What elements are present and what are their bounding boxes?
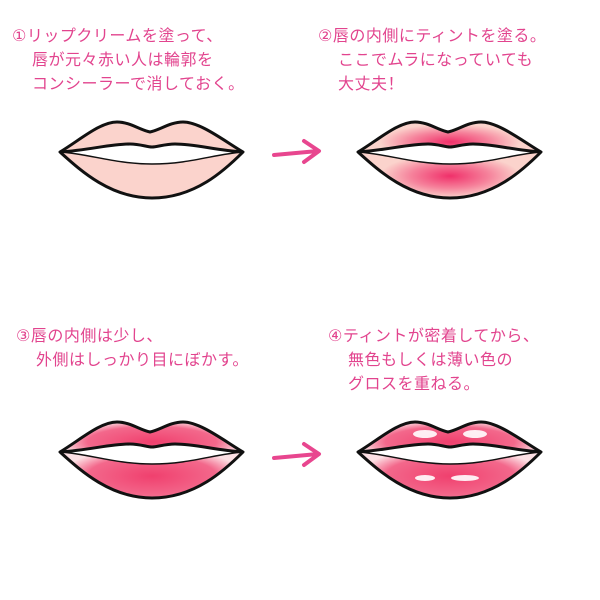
caption-line: コンシーラーで消しておく。	[32, 74, 245, 93]
caption-line: ここでムラになっていても	[338, 50, 534, 69]
arrow-icon	[272, 442, 321, 467]
lip-outline	[58, 420, 245, 500]
step-2-caption: ②唇の内側にティントを塗る。 ここでムラになっていても 大丈夫！	[318, 24, 546, 96]
mouth-line-lower	[357, 451, 542, 465]
caption-line: 外側はしっかり目にぼかす。	[36, 350, 249, 369]
caption-line: 唇が元々赤い人は輪郭を	[32, 50, 214, 69]
mouth-line-upper	[59, 442, 244, 454]
lips-step-3	[58, 420, 245, 500]
lip-outline	[356, 120, 543, 200]
caption-line: ①リップクリームを塗って、	[12, 26, 223, 45]
mouth-line-upper	[59, 142, 244, 154]
gloss-highlight	[413, 430, 437, 438]
gloss-highlight	[463, 430, 487, 438]
lips-step-2	[356, 120, 543, 200]
mouth-line-lower	[59, 451, 244, 465]
mouth-line-upper	[357, 142, 542, 154]
caption-line: ③唇の内側は少し、	[16, 326, 163, 345]
step-1-caption: ①リップクリームを塗って、 唇が元々赤い人は輪郭を コンシーラーで消しておく。	[12, 24, 245, 96]
lower-lip-tint	[380, 154, 520, 198]
lips-step-4	[356, 420, 543, 500]
mouth-line-lower	[59, 151, 244, 165]
caption-line: ②唇の内側にティントを塗る。	[318, 26, 547, 45]
lips-step-1	[58, 120, 245, 200]
lip-outline	[58, 120, 245, 200]
mouth-line-upper	[357, 442, 542, 454]
caption-line: ④ティントが密着してから、	[328, 326, 540, 345]
caption-line: 大丈夫！	[338, 74, 405, 93]
caption-line: グロスを重ねる。	[348, 374, 481, 393]
gloss-highlight	[451, 475, 479, 481]
step-4-caption: ④ティントが密着してから、 無色もしくは薄い色の グロスを重ねる。	[328, 324, 539, 396]
caption-line: 無色もしくは薄い色の	[348, 350, 514, 369]
mouth-line-lower	[357, 151, 542, 165]
gloss-highlight	[415, 475, 435, 481]
arrow-icon	[272, 139, 321, 164]
lip-outline	[356, 420, 543, 500]
step-3-caption: ③唇の内側は少し、 外側はしっかり目にぼかす。	[16, 324, 249, 372]
